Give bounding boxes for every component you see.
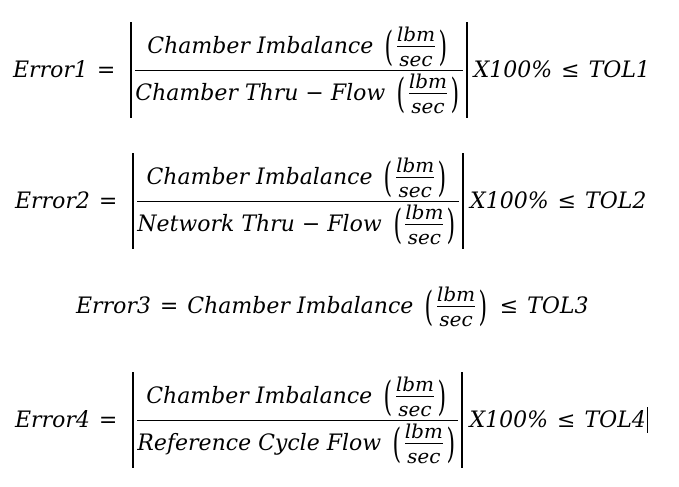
leq-sign: ≤ [557, 188, 577, 214]
unit-bottom: sec [407, 225, 441, 249]
error2-denominator: Network Thru − Flow [137, 212, 382, 237]
error3-label: Error3 [76, 294, 151, 319]
unit-bottom: sec [398, 178, 432, 202]
equation-error3: Error3 = Chamber Imbalance ( lbm sec ) ≤… [76, 283, 588, 330]
unit-bottom: sec [407, 444, 441, 468]
tol4: TOL4 [584, 407, 646, 433]
error3-quantity: Chamber Imbalance [187, 294, 414, 319]
unit-top: lbm [396, 22, 436, 46]
factor-x100: X100% [469, 407, 549, 433]
error2-fraction: Chamber Imbalance ( lbm sec ) Network Th… [137, 153, 460, 249]
factor-x100: X100% [473, 57, 553, 83]
absolute-value-bars: Chamber Imbalance ( lbm sec ) Reference … [132, 372, 464, 468]
unit-bottom: sec [398, 397, 432, 421]
error2-label: Error2 [15, 188, 90, 214]
text-cursor [646, 407, 649, 433]
unit-lbm-per-sec: ( lbm sec ) [424, 282, 488, 331]
fraction-bar [135, 69, 463, 71]
equals-sign: = [96, 57, 116, 83]
leq-sign: ≤ [561, 57, 580, 83]
unit-lbm-per-sec: ( lbm sec ) [392, 419, 455, 468]
unit-top: lbm [408, 69, 447, 93]
unit-top: lbm [395, 372, 434, 396]
unit-lbm-per-sec: ( lbm sec ) [396, 69, 460, 118]
error4-label: Error4 [15, 407, 90, 433]
unit-bottom: sec [439, 307, 473, 331]
absolute-value-bars: Chamber Imbalance ( lbm sec ) Network Th… [132, 153, 465, 249]
fraction-bar [137, 419, 459, 421]
equation-error4: Error4 = Chamber Imbalance ( lbm sec ) [15, 372, 649, 468]
leq-sign: ≤ [557, 407, 576, 433]
absolute-value-bars: Chamber Imbalance ( lbm sec ) Chamber Th… [130, 22, 468, 118]
error2-numerator: Chamber Imbalance [146, 165, 373, 190]
unit-top: lbm [404, 419, 443, 443]
equation-error2: Error2 = Chamber Imbalance ( lbm sec ) [15, 153, 646, 249]
error4-denominator: Reference Cycle Flow [137, 431, 382, 456]
unit-top: lbm [405, 200, 444, 224]
error1-fraction: Chamber Imbalance ( lbm sec ) Chamber Th… [135, 22, 463, 118]
equation-error1: Error1 = Chamber Imbalance ( lbm sec ) [13, 22, 650, 118]
equals-sign: = [98, 407, 118, 433]
tol2: TOL2 [585, 188, 647, 214]
tol3: TOL3 [527, 294, 589, 319]
error1-label: Error1 [13, 57, 88, 83]
leq-sign: ≤ [499, 294, 519, 319]
unit-top: lbm [396, 153, 435, 177]
unit-lbm-per-sec: ( lbm sec ) [383, 153, 447, 202]
error4-numerator: Chamber Imbalance [146, 384, 373, 409]
unit-bottom: sec [411, 94, 445, 118]
unit-lbm-per-sec: ( lbm sec ) [384, 22, 448, 71]
unit-lbm-per-sec: ( lbm sec ) [393, 200, 456, 249]
fraction-bar [137, 200, 460, 202]
unit-bottom: sec [399, 47, 433, 71]
unit-lbm-per-sec: ( lbm sec ) [383, 372, 447, 421]
tol1: TOL1 [588, 57, 650, 83]
equals-sign: = [98, 188, 118, 214]
unit-top: lbm [436, 282, 476, 306]
error1-denominator: Chamber Thru − Flow [135, 81, 386, 106]
error4-fraction: Chamber Imbalance ( lbm sec ) Reference … [137, 372, 459, 468]
error1-numerator: Chamber Imbalance [147, 34, 374, 59]
equals-sign: = [159, 294, 179, 319]
factor-x100: X100% [470, 188, 549, 214]
